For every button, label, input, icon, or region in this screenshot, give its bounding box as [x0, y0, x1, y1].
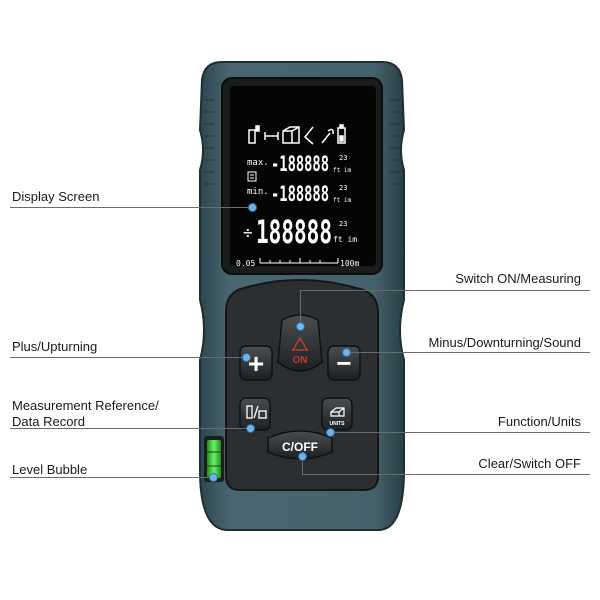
clear-off-button[interactable]: C/OFF: [267, 430, 333, 460]
clear-switch-off-label: Clear/Switch OFF: [478, 456, 581, 471]
lcd-row3-small: 23: [339, 220, 347, 228]
lcd-row3-value: 188888: [256, 213, 332, 251]
plus-label: +: [248, 348, 264, 379]
clear-off-leader-vertical: [302, 456, 303, 474]
lcd-row1-label: max.: [247, 158, 269, 168]
plus-dot: [242, 353, 251, 362]
lcd-row1-unit: ft im: [333, 167, 351, 174]
plus-upturning-label: Plus/Upturning: [12, 339, 98, 354]
clear-off-leader: [302, 474, 590, 475]
display-screen-dot: [248, 203, 257, 212]
keypad-panel: [225, 279, 379, 491]
minus-leader: [346, 352, 590, 353]
lcd-row2-small: 23: [339, 184, 347, 192]
lcd-icon-row: [248, 124, 346, 145]
reference-leader: [10, 428, 250, 429]
lcd-row3-unit: ft im: [333, 235, 357, 244]
function-units-label: Function/Units: [497, 414, 581, 429]
lcd-row1-small: 23: [339, 154, 347, 162]
lcd-row2-value: -188888: [271, 182, 329, 206]
minus-dot: [342, 348, 351, 357]
wrench-icon: [321, 128, 334, 144]
reference-record-icon: [246, 405, 267, 419]
on-label: ON: [293, 355, 308, 366]
lcd-scale-max: 100m: [340, 259, 359, 268]
cube-icon: [330, 407, 345, 417]
measurement-reference-label-line1: Measurement Reference/: [12, 398, 159, 413]
switch-on-measuring-label: Switch ON/Measuring: [455, 271, 581, 286]
reference-dot: [246, 424, 255, 433]
function-units-button[interactable]: UNITS: [321, 397, 353, 431]
laser-warning-icon: [291, 336, 309, 351]
measurement-reference-button[interactable]: [239, 397, 271, 431]
measurement-reference-label-line2: Data Record: [12, 414, 85, 429]
lcd-row3-sign: ÷: [243, 223, 253, 242]
units-leader: [330, 432, 590, 433]
switch-on-leader: [300, 290, 590, 291]
units-dot: [326, 428, 335, 437]
display-screen: [230, 86, 376, 266]
lcd-row2-label: min.: [247, 187, 269, 197]
lcd-row1-value: -188888: [271, 152, 329, 176]
switch-on-dot: [296, 322, 305, 331]
level-bubble-leader: [10, 477, 212, 478]
level-bubble-label: Level Bubble: [12, 462, 88, 477]
reference-icon: [248, 129, 256, 144]
reference-marker-icon: [255, 125, 260, 132]
plus-button[interactable]: +: [239, 345, 273, 381]
lcd-scale-min: 0.05: [236, 259, 255, 268]
plus-leader: [10, 357, 246, 358]
angle-icon: [303, 126, 314, 145]
minus-button[interactable]: −: [327, 345, 361, 381]
data-record-icon: [247, 171, 257, 182]
coff-label: C/OFF: [282, 440, 318, 454]
switch-on-button[interactable]: ON: [277, 314, 323, 372]
lcd-readouts: max. -188888 23 ft im min. -188888 23 ft…: [236, 152, 359, 268]
display-screen-leader: [10, 207, 252, 208]
units-label: UNITS: [330, 421, 346, 427]
level-bubble: [204, 436, 224, 482]
display-screen-label: Display Screen: [12, 189, 100, 204]
lcd-row2-unit: ft im: [333, 197, 351, 204]
minus-downturning-sound-label: Minus/Downturning/Sound: [428, 335, 581, 350]
lcd-scale-bar: [259, 258, 339, 264]
clear-off-dot: [298, 452, 307, 461]
level-bubble-dot: [209, 473, 218, 482]
switch-on-leader-vertical: [300, 290, 301, 324]
volume-icon: [282, 126, 300, 144]
